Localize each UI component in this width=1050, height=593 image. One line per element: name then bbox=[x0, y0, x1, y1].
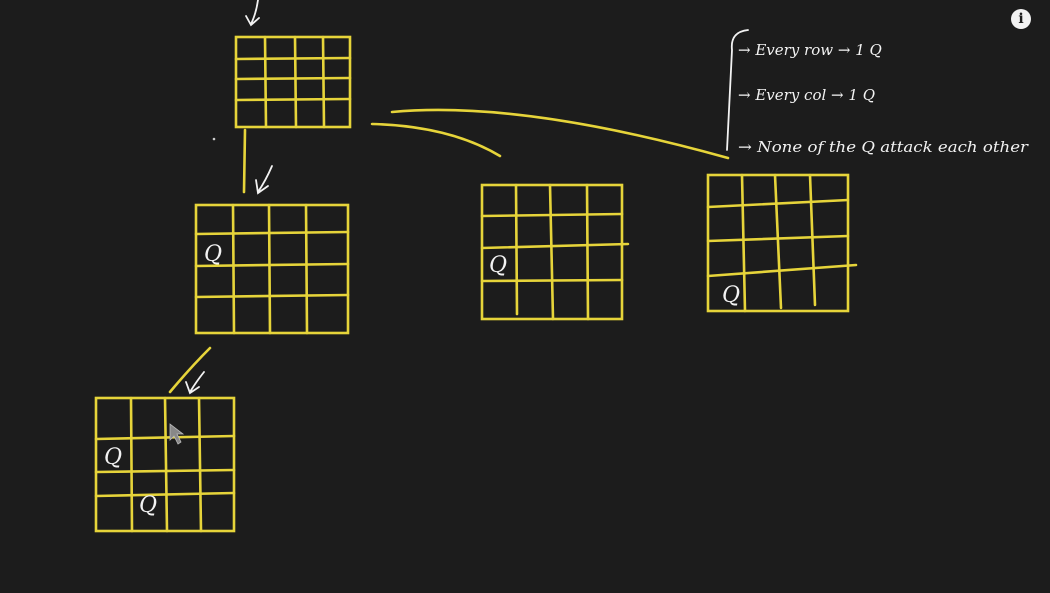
child-board-right-col-line bbox=[808, 173, 817, 307]
rule-every-row: → Every row → 1 Q bbox=[738, 41, 882, 59]
root-board-col-line bbox=[293, 35, 298, 129]
child-board-middle-col-line bbox=[548, 183, 555, 321]
arrow-to-left-child bbox=[255, 165, 273, 195]
rules-note: → Every row → 1 Q → Every col → 1 Q → No… bbox=[726, 29, 1029, 156]
child-board-left-row-line bbox=[194, 262, 350, 268]
arrow-to-grandchild bbox=[185, 371, 205, 395]
branch-to-middle-child bbox=[370, 122, 502, 158]
entry-arrow bbox=[245, 0, 260, 27]
child-board-right: Q bbox=[706, 173, 858, 313]
branch-to-grandchild bbox=[168, 346, 212, 394]
grandchild-board-col-line bbox=[129, 396, 134, 533]
child-board-right-row-line bbox=[706, 263, 858, 278]
root-board-border bbox=[234, 35, 352, 129]
child-board-right-border bbox=[706, 173, 850, 313]
child-board-middle-row-line bbox=[480, 242, 630, 250]
root-board-row-line bbox=[234, 76, 352, 81]
child-board-left-col-line bbox=[267, 203, 272, 335]
branch-to-right-child bbox=[390, 108, 730, 160]
grandchild-board-col-line bbox=[163, 396, 169, 533]
rules-bracket bbox=[726, 29, 749, 151]
child-board-middle-col-line bbox=[585, 183, 590, 321]
root-board bbox=[234, 0, 352, 129]
child-board-right-col-line bbox=[773, 173, 783, 310]
root-board-row-line bbox=[234, 56, 352, 61]
child-board-left-col-line bbox=[304, 203, 309, 335]
child-board-middle-col-line bbox=[514, 183, 519, 316]
queen-marker: Q bbox=[722, 283, 740, 308]
root-board-row-line bbox=[234, 97, 352, 102]
child-board-middle: Q bbox=[480, 183, 630, 321]
child-board-right-col-line bbox=[740, 173, 747, 313]
rule-every-col: → Every col → 1 Q bbox=[738, 86, 875, 104]
child-board-left-col-line bbox=[231, 203, 236, 335]
queen-marker: Q bbox=[139, 493, 157, 518]
rule-no-attack: → None of the Q attack each other bbox=[738, 138, 1029, 156]
info-icon[interactable]: i bbox=[1011, 9, 1031, 29]
child-board-left-row-line bbox=[194, 293, 350, 299]
child-board-left: Q bbox=[194, 203, 350, 335]
queen-marker: Q bbox=[204, 242, 222, 267]
stray-ink-dot bbox=[212, 137, 216, 141]
grandchild-board-col-line bbox=[197, 396, 203, 533]
grandchild-board: Q Q bbox=[94, 396, 236, 533]
root-board-col-line bbox=[321, 35, 326, 129]
queen-marker: Q bbox=[104, 445, 122, 470]
child-board-left-row-line bbox=[194, 230, 350, 236]
root-board-col-line bbox=[263, 35, 268, 129]
grandchild-board-row-line bbox=[94, 491, 236, 498]
mouse-cursor-icon bbox=[169, 423, 185, 445]
child-board-right-row-line bbox=[706, 198, 850, 209]
child-board-left-border bbox=[194, 203, 350, 335]
child-board-middle-row-line bbox=[480, 212, 624, 218]
queen-marker: Q bbox=[489, 253, 507, 278]
branch-to-left-child bbox=[242, 128, 247, 194]
